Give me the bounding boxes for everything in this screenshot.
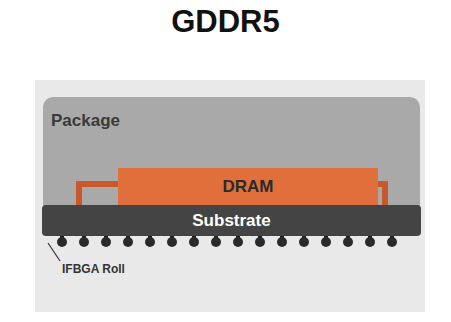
solder-ball: [57, 237, 67, 247]
solder-ball: [321, 237, 331, 247]
part-label: IFBGA Roll: [62, 262, 125, 276]
dram-die: DRAM: [118, 168, 378, 205]
node-text: Substrate: [192, 211, 270, 231]
solder-balls: [57, 235, 397, 247]
solder-ball: [387, 237, 397, 247]
substrate-layer: Substrate: [42, 205, 421, 236]
solder-ball: [255, 237, 265, 247]
background-panel: [35, 80, 425, 312]
solder-ball: [277, 237, 287, 247]
solder-ball: [123, 237, 133, 247]
solder-ball: [101, 237, 111, 247]
solder-ball: [365, 237, 375, 247]
node-text: DRAM: [223, 177, 274, 197]
node-text: Package: [51, 111, 120, 131]
bond-wire: [79, 184, 120, 207]
solder-ball: [145, 237, 155, 247]
solder-ball: [233, 237, 243, 247]
package-region: PackageDRAM Substrate: [43, 97, 420, 236]
solder-ball: [299, 237, 309, 247]
solder-ball: [189, 237, 199, 247]
solder-ball: [167, 237, 177, 247]
diagram-title: GDDR5: [0, 4, 451, 40]
solder-ball: [211, 237, 221, 247]
leader-line: [48, 243, 60, 261]
package-body: [43, 97, 420, 236]
solder-ball: [79, 237, 89, 247]
solder-ball: [343, 237, 353, 247]
